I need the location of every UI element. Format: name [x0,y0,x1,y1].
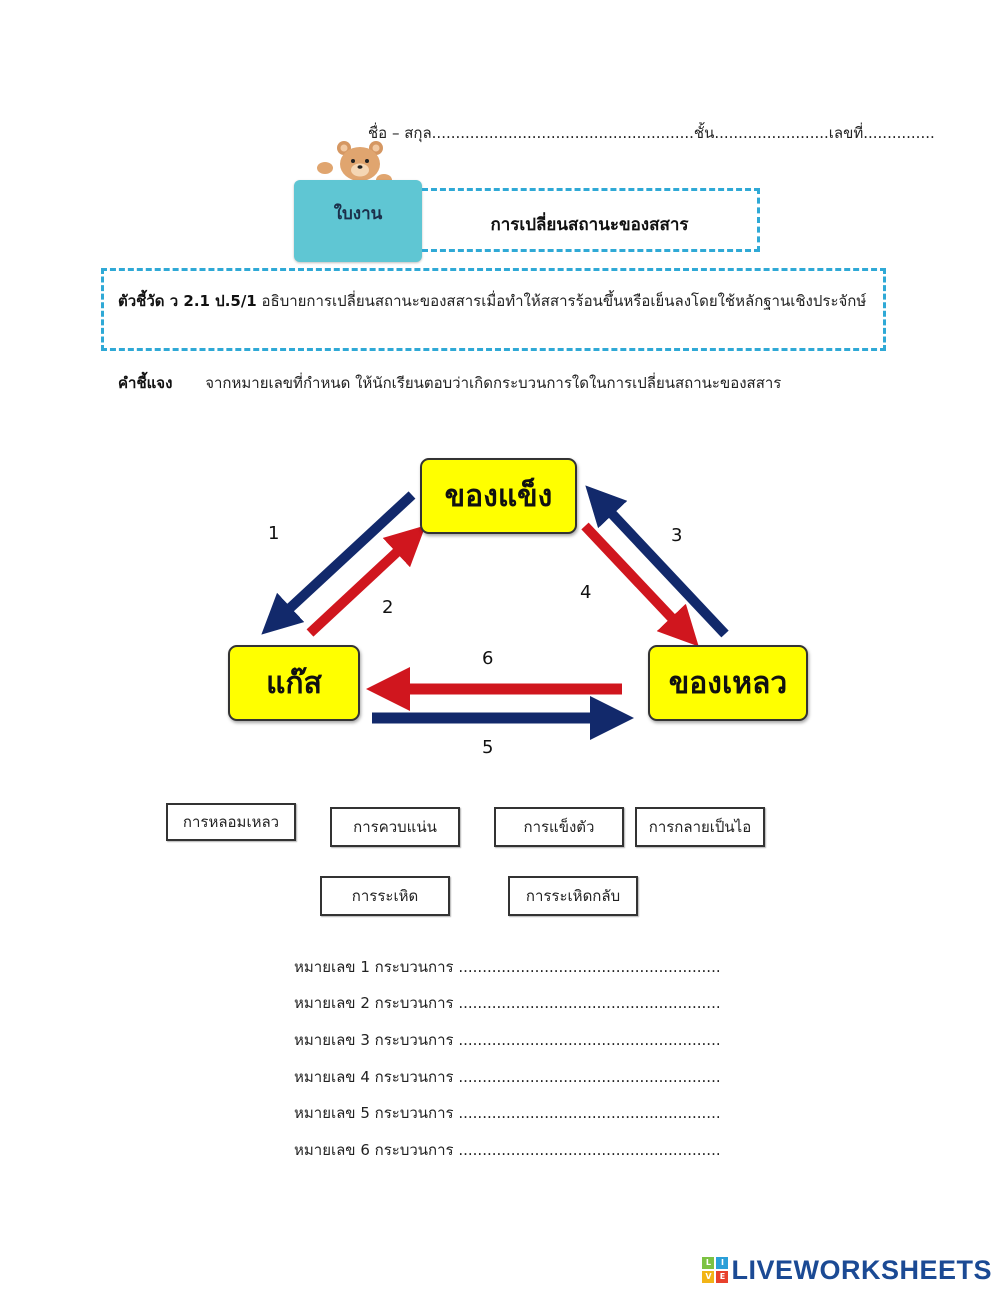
logo-tiles-icon: L I V E [702,1257,729,1283]
logo-tile: V [702,1271,715,1283]
answer-line-1[interactable]: หมายเลข 1 กระบวนการ ....................… [294,958,721,976]
number-1: 1 [268,523,280,544]
worksheet-label-card: ใบงาน [294,180,422,262]
word-option[interactable]: การแข็งตัว [494,807,624,847]
state-solid: ของแข็ง [420,458,577,534]
logo-tile: L [702,1257,715,1269]
worksheet-label: ใบงาน [333,204,383,224]
indicator-code: ตัวชี้วัด ว 2.1 ป.5/1 [118,292,257,310]
word-option[interactable]: การควบแน่น [330,807,460,847]
logo-tile: I [716,1257,729,1269]
instruction: คำชี้แจง จากหมายเลขที่กำหนด ให้นักเรียนต… [118,371,781,395]
worksheet-title: การเปลี่ยนสถานะของสสาร [490,215,689,235]
state-change-diagram: ของแข็ง แก๊ส ของเหลว 1 2 3 4 5 6 [0,440,1000,780]
number-4: 4 [580,582,592,603]
arrow-2 [306,525,426,637]
logo-wordmark: LIVEWORKSHEETS [731,1254,992,1285]
number-5: 5 [482,737,494,758]
student-info-line: ชื่อ – สกุล.............................… [368,124,935,142]
state-liquid-label: ของเหลว [668,665,788,701]
indicator-box: ตัวชี้วัด ว 2.1 ป.5/1 อธิบายการเปลี่ยนสถ… [101,268,886,351]
answer-line-3[interactable]: หมายเลข 3 กระบวนการ ....................… [294,1031,721,1049]
logo-tile: E [716,1271,729,1283]
answer-line-6[interactable]: หมายเลข 6 กระบวนการ ....................… [294,1141,721,1159]
arrow-1 [261,491,416,635]
number-6: 6 [482,648,494,669]
title-box: การเปลี่ยนสถานะของสสาร [422,188,760,252]
word-option[interactable]: การระเหิด [320,876,450,916]
state-gas-label: แก๊ส [266,665,322,701]
instruction-text: จากหมายเลขที่กำหนด ให้นักเรียนตอบว่าเกิด… [205,374,782,392]
number-2: 2 [382,597,394,618]
instruction-label: คำชี้แจง [118,374,173,392]
state-solid-label: ของแข็ง [444,478,553,514]
word-option[interactable]: การระเหิดกลับ [508,876,638,916]
arrow-4 [581,522,699,647]
word-option[interactable]: การหลอมเหลว [166,803,296,841]
number-3: 3 [671,525,683,546]
indicator-text: อธิบายการเปลี่ยนสถานะของสสารเมื่อทำให้สส… [261,292,867,310]
state-liquid: ของเหลว [648,645,808,721]
answer-line-5[interactable]: หมายเลข 5 กระบวนการ ....................… [294,1104,721,1122]
arrow-3 [585,485,729,638]
liveworksheets-logo: L I V E LIVEWORKSHEETS [702,1253,992,1287]
answer-line-2[interactable]: หมายเลข 2 กระบวนการ ....................… [294,994,721,1012]
state-gas: แก๊ส [228,645,360,721]
diagram-arrows [261,485,729,740]
word-option[interactable]: การกลายเป็นไอ [635,807,765,847]
answer-line-4[interactable]: หมายเลข 4 กระบวนการ ....................… [294,1068,721,1086]
